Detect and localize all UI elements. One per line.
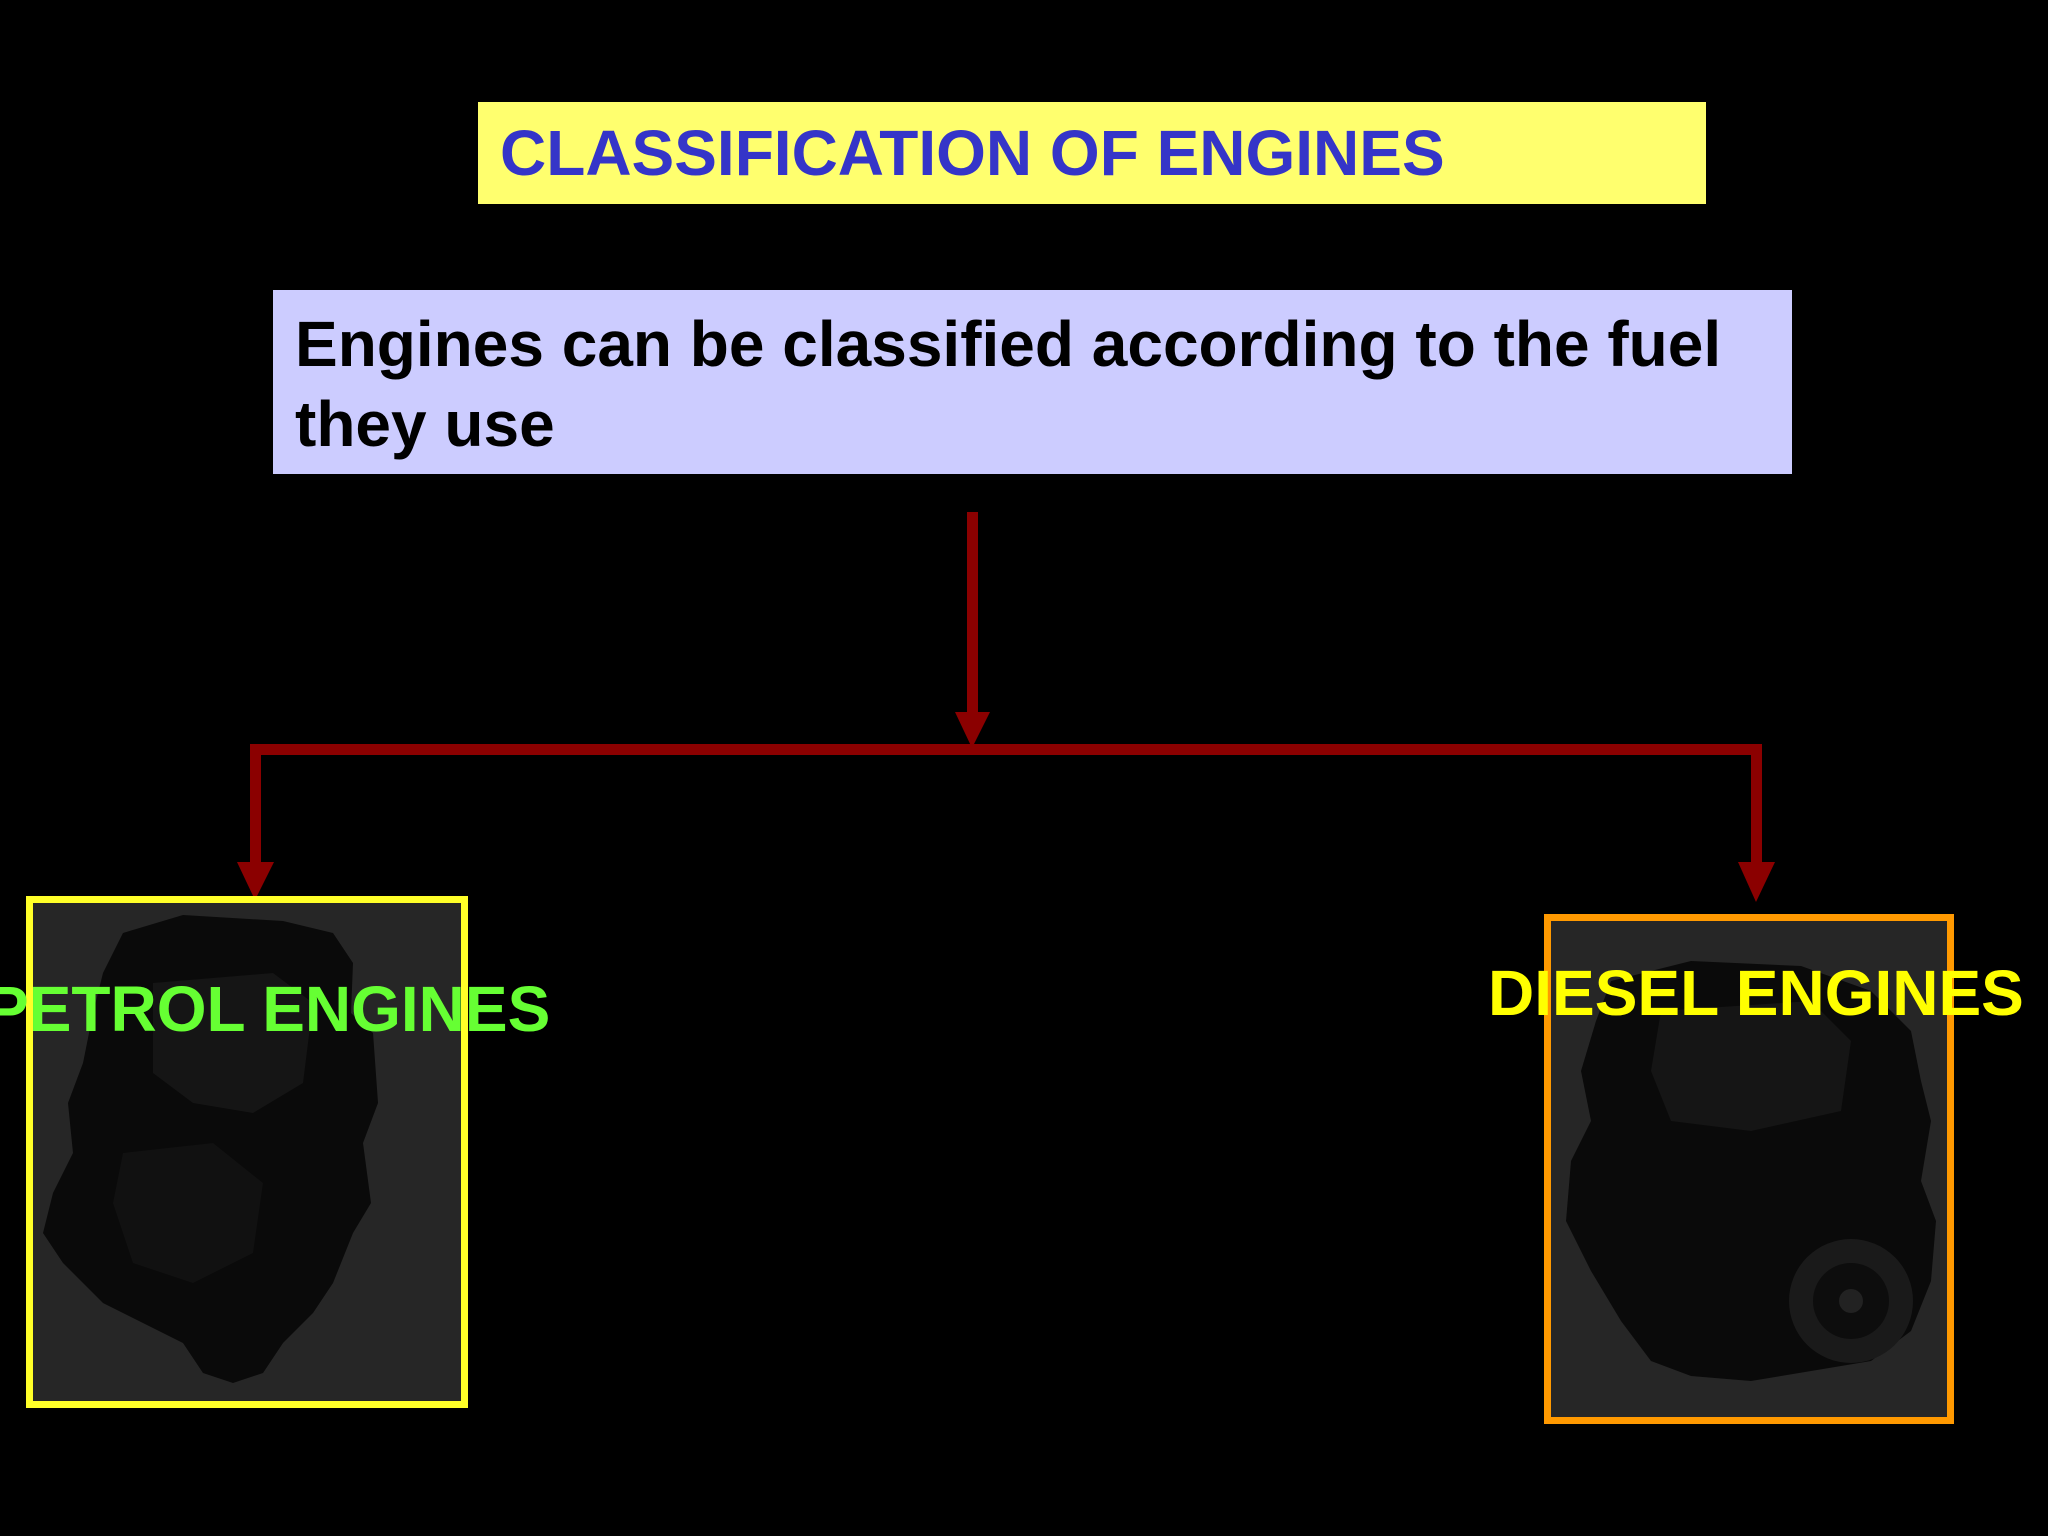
right-arrowhead (1738, 862, 1775, 902)
slide-title: CLASSIFICATION OF ENGINES (500, 116, 1445, 190)
connector-stem (967, 512, 978, 718)
left-arrowhead (237, 862, 274, 900)
connector-left-drop (250, 744, 261, 866)
title-box: CLASSIFICATION OF ENGINES (478, 102, 1706, 204)
connector-crossbar (250, 744, 1762, 755)
petrol-engines-label: PETROL ENGINES (0, 972, 550, 1046)
description-text: Engines can be classified according to t… (295, 304, 1770, 464)
description-box: Engines can be classified according to t… (273, 290, 1792, 474)
stem-arrowhead (955, 712, 990, 748)
connector-right-drop (1751, 744, 1762, 866)
diesel-engines-label: DIESEL ENGINES (1488, 956, 2024, 1030)
